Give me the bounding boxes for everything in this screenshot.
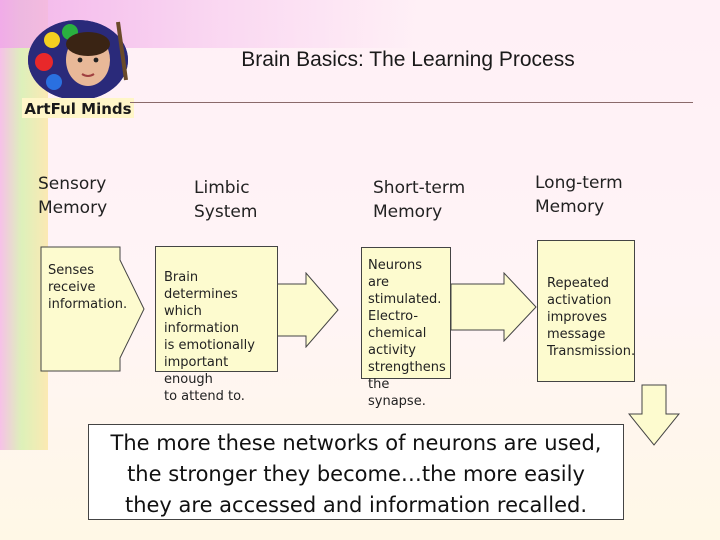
stage-description-sensory: Senses receive information.	[48, 263, 128, 312]
artful-minds-logo: ArtFul Minds	[22, 20, 134, 118]
page-title: Brain Basics: The Learning Process	[241, 48, 575, 71]
summary-text-box: The more these networks of neurons are u…	[88, 424, 624, 520]
flow-arrow-sensory	[40, 246, 145, 372]
flow-arrow-down	[628, 384, 680, 446]
title-divider	[130, 102, 693, 103]
stage-description-short-term: Neurons are stimulated. Electro- chemica…	[361, 247, 451, 409]
stage-description-long-term: Repeated activation improves message Tra…	[537, 240, 635, 382]
logo-text: ArtFul Minds	[24, 100, 131, 118]
stage-label-short-term-memory: Short-term Memory	[373, 178, 466, 222]
stage-label-sensory-memory: Sensory Memory	[38, 174, 108, 218]
stage-description-limbic: Brain determines which information is em…	[155, 246, 278, 404]
stage-label-long-term-memory: Long-term Memory	[535, 173, 623, 217]
flow-arrow-short-term	[450, 272, 537, 342]
stage-label-limbic-system: Limbic System	[194, 178, 258, 222]
flow-arrow-limbic	[276, 272, 339, 348]
